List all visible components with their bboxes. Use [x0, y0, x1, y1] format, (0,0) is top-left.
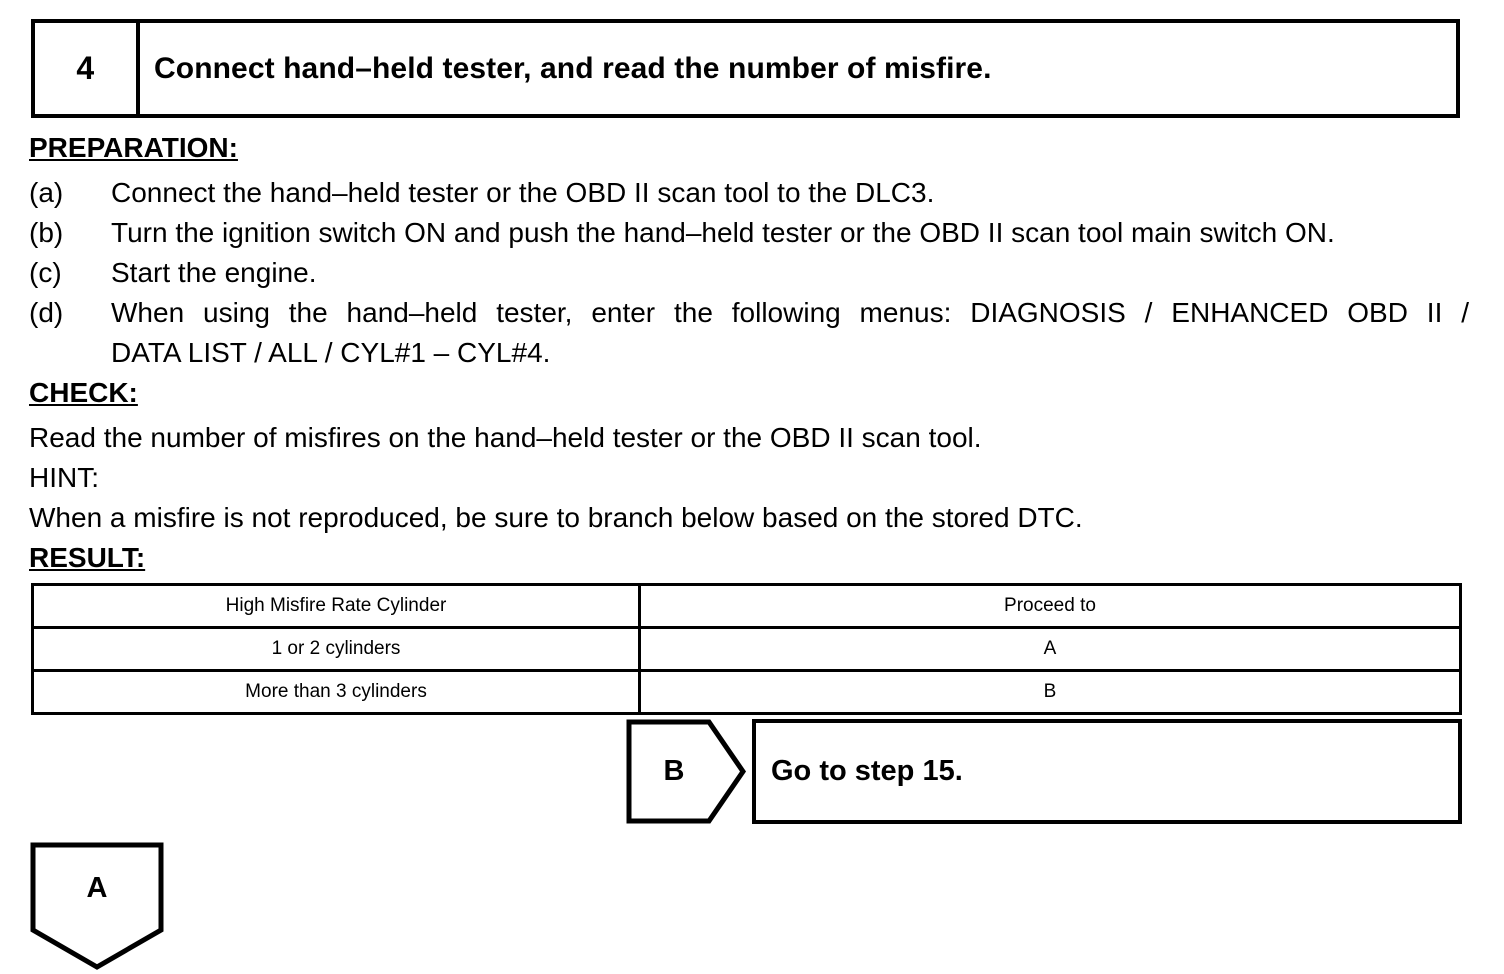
pentagon-down-icon [30, 842, 164, 970]
preparation-item-d-label: (d) [29, 297, 64, 328]
step-title: Connect hand–held tester, and read the n… [154, 51, 992, 85]
procedure-body: PREPARATION: (a) Connect the hand–held t… [29, 128, 1469, 583]
result-table: High Misfire Rate Cylinder Proceed to 1 … [31, 583, 1462, 715]
preparation-item-d: (d) When using the hand–held tester, ent… [29, 293, 1469, 333]
table-cell-proceed-1: A [638, 626, 1462, 672]
preparation-item-d-continuation: DATA LIST / ALL / CYL#1 – CYL#4. [111, 337, 551, 368]
preparation-item-b-text: Turn the ignition switch ON and push the… [111, 217, 1335, 248]
preparation-item-c: (c) Start the engine. [29, 253, 1469, 293]
preparation-section: PREPARATION: [29, 128, 1469, 173]
branch-a-label: A [86, 871, 108, 904]
goto-step-text: Go to step 15. [771, 755, 963, 787]
hint-text: When a misfire is not reproduced, be sur… [29, 502, 1083, 533]
branch-b-pentagon: B [626, 719, 747, 824]
preparation-item-a: (a) Connect the hand–held tester or the … [29, 173, 1469, 213]
preparation-item-b-label: (b) [29, 217, 64, 248]
step-number-cell: 4 [35, 23, 140, 114]
check-text: Read the number of misfires on the hand–… [29, 422, 982, 453]
preparation-heading: PREPARATION: [29, 132, 238, 163]
branch-b-flow: B Go to step 15. [626, 719, 1462, 824]
preparation-item-c-text: Start the engine. [111, 257, 317, 288]
branch-a-pentagon: A [30, 842, 170, 970]
preparation-item-d-text: When using the hand–held tester, enter t… [111, 297, 1469, 328]
result-section: RESULT: [29, 538, 1469, 583]
branch-b-label: B [663, 755, 685, 787]
table-header-proceed: Proceed to [638, 583, 1462, 629]
table-header-condition: High Misfire Rate Cylinder [31, 583, 641, 629]
table-cell-proceed-2: B [638, 669, 1462, 715]
step-number: 4 [76, 50, 95, 86]
check-heading: CHECK: [29, 377, 138, 408]
step-title-cell: Connect hand–held tester, and read the n… [140, 23, 1456, 114]
table-cell-condition-2: More than 3 cylinders [31, 669, 641, 715]
goto-step-box: Go to step 15. [752, 719, 1462, 824]
result-heading: RESULT: [29, 542, 146, 573]
table-header-row: High Misfire Rate Cylinder Proceed to [31, 583, 1462, 629]
preparation-item-a-text: Connect the hand–held tester or the OBD … [111, 177, 935, 208]
step-header-box: 4 Connect hand–held tester, and read the… [31, 19, 1460, 118]
table-row: More than 3 cylinders B [31, 669, 1462, 715]
check-section: CHECK: [29, 373, 1469, 418]
preparation-item-a-label: (a) [29, 177, 64, 208]
preparation-item-b: (b) Turn the ignition switch ON and push… [29, 213, 1469, 253]
table-row: 1 or 2 cylinders A [31, 626, 1462, 672]
hint-heading: HINT: [29, 462, 99, 493]
preparation-item-c-label: (c) [29, 257, 62, 288]
table-cell-condition-1: 1 or 2 cylinders [31, 626, 641, 672]
pentagon-right-icon [626, 719, 747, 824]
